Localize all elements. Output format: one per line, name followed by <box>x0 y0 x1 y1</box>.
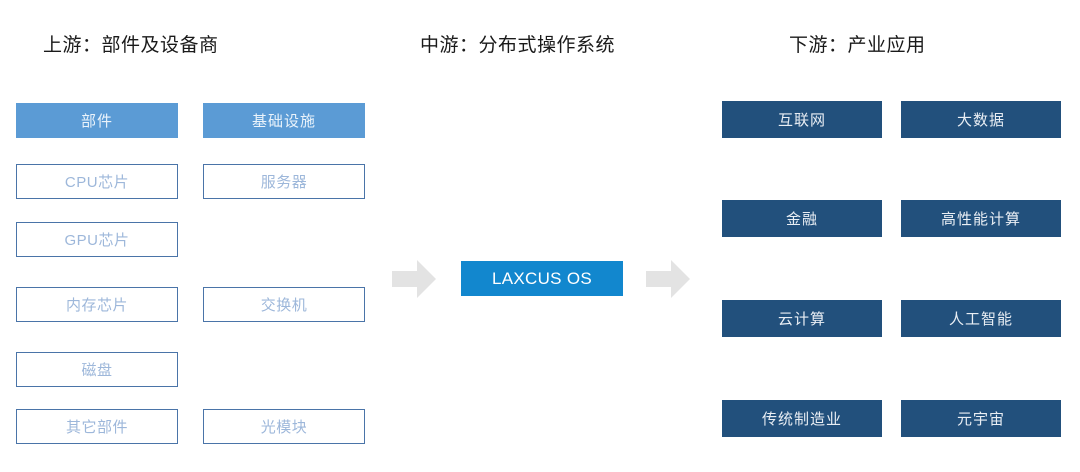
downstream-app-finance[interactable]: 金融 <box>722 200 882 237</box>
downstream-app-artificial-intelligence[interactable]: 人工智能 <box>901 300 1061 337</box>
downstream-app-traditional-manufacturing[interactable]: 传统制造业 <box>722 400 882 437</box>
downstream-app-metaverse[interactable]: 元宇宙 <box>901 400 1061 437</box>
upstream-item-cpu-chip[interactable]: CPU芯片 <box>16 164 178 199</box>
upstream-item-server[interactable]: 服务器 <box>203 164 365 199</box>
upstream-item-switch[interactable]: 交换机 <box>203 287 365 322</box>
upstream-item-memory-chip[interactable]: 内存芯片 <box>16 287 178 322</box>
upstream-category-header-infrastructure[interactable]: 基础设施 <box>203 103 365 138</box>
downstream-app-big-data[interactable]: 大数据 <box>901 101 1061 138</box>
section-title-downstream: 下游：产业应用 <box>789 35 926 56</box>
upstream-category-header-components[interactable]: 部件 <box>16 103 178 138</box>
upstream-item-optical-module[interactable]: 光模块 <box>203 409 365 444</box>
upstream-item-disk[interactable]: 磁盘 <box>16 352 178 387</box>
arrow-right-icon-right <box>646 259 690 299</box>
downstream-app-high-performance-computing[interactable]: 高性能计算 <box>901 200 1061 237</box>
upstream-item-other-components[interactable]: 其它部件 <box>16 409 178 444</box>
downstream-app-cloud-computing[interactable]: 云计算 <box>722 300 882 337</box>
upstream-item-gpu-chip[interactable]: GPU芯片 <box>16 222 178 257</box>
downstream-app-internet[interactable]: 互联网 <box>722 101 882 138</box>
section-title-upstream: 上游：部件及设备商 <box>43 35 219 56</box>
laxcus-os-box[interactable]: LAXCUS OS <box>461 261 623 296</box>
arrow-right-icon-left <box>392 259 436 299</box>
section-title-midstream: 中游：分布式操作系统 <box>420 35 616 56</box>
